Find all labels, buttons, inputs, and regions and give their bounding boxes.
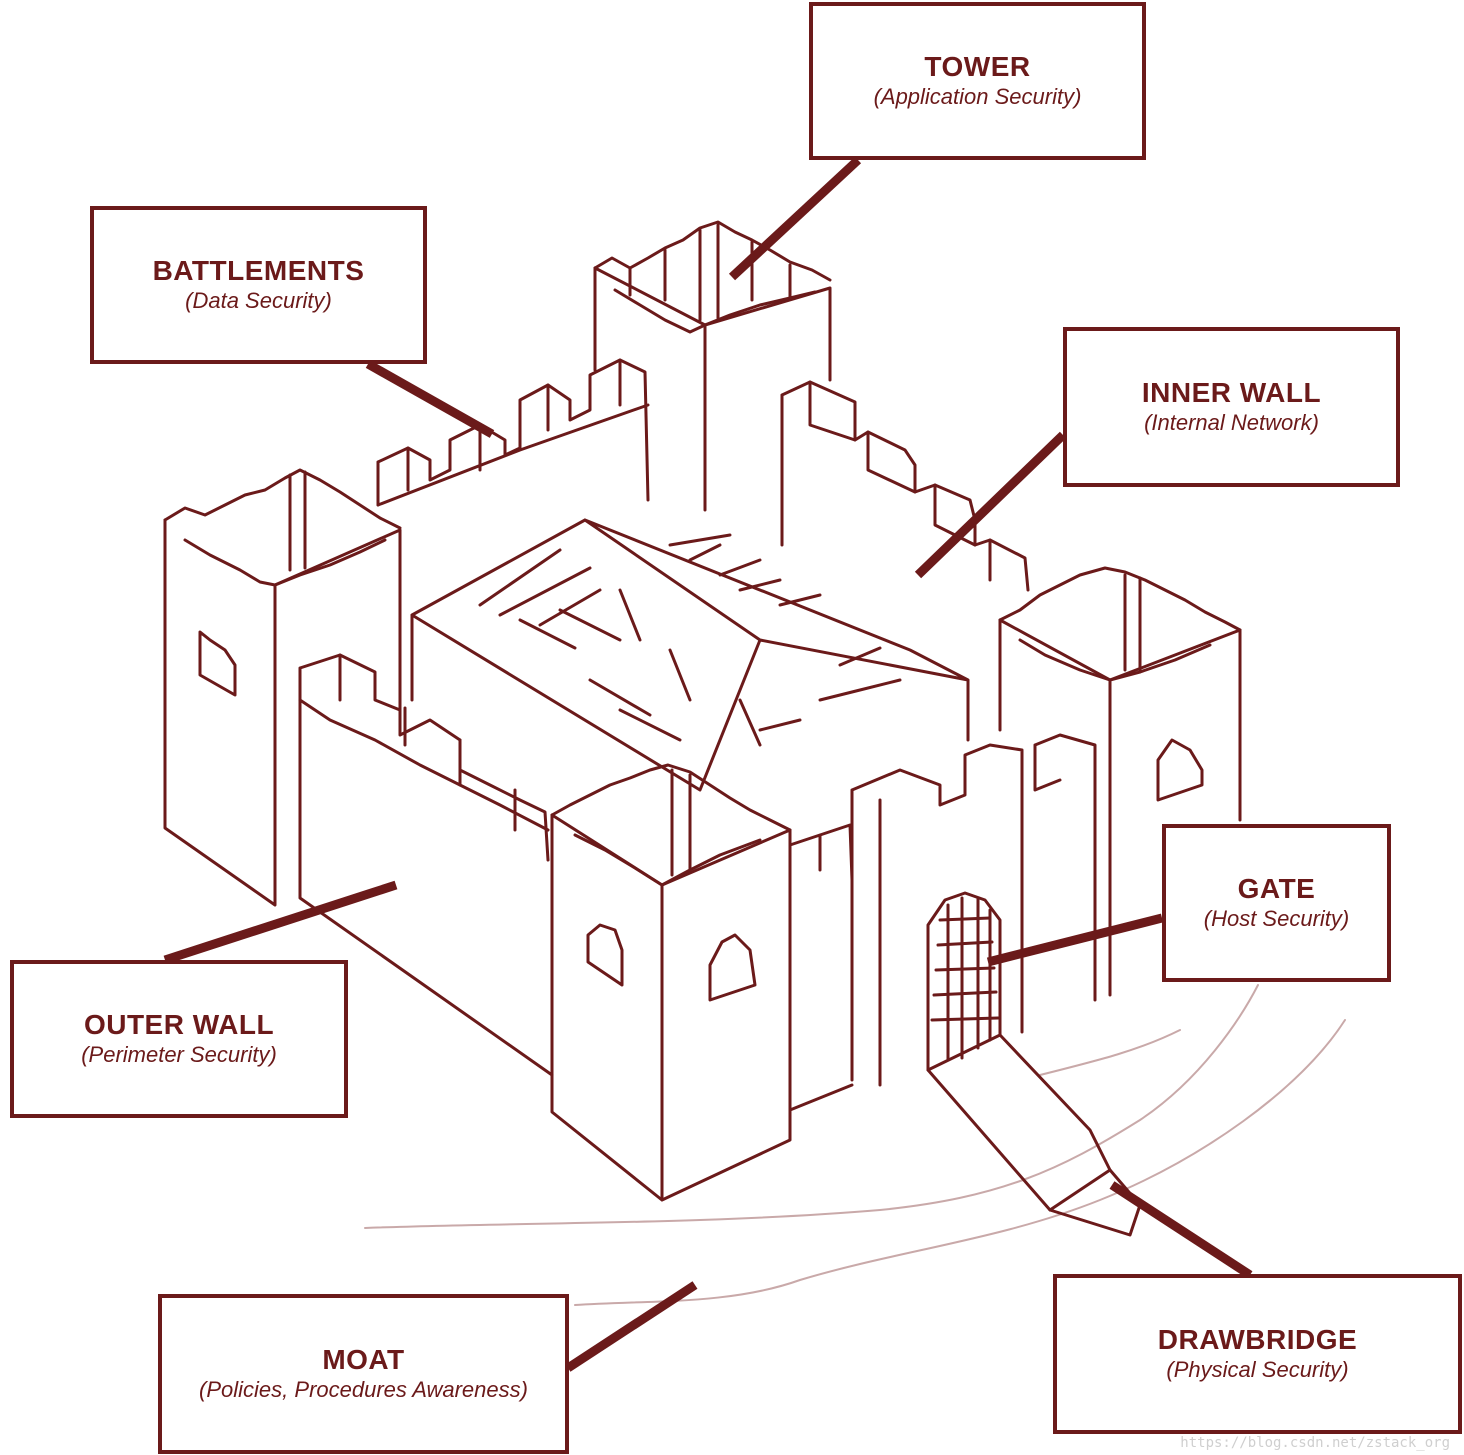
- left-battlement-wall: [376, 358, 650, 507]
- moat-leader: [565, 1281, 698, 1372]
- central-hall: [410, 518, 970, 792]
- moat-label: MOAT (Policies, Procedures Awareness): [158, 1294, 569, 1454]
- front-wall: [788, 823, 854, 1112]
- outer-wall-label: OUTER WALL (Perimeter Security): [10, 960, 348, 1118]
- watermark: https://blog.csdn.net/zstack_org: [1180, 1435, 1450, 1451]
- back-tower: [593, 220, 832, 512]
- outer-wall-leader: [163, 880, 398, 965]
- battlements-subtitle: (Data Security): [185, 287, 332, 313]
- tower-title: TOWER: [924, 50, 1031, 82]
- tower-label: TOWER (Application Security): [809, 2, 1146, 160]
- inner-wall-title: INNER WALL: [1141, 376, 1322, 408]
- drawbridge-subtitle: (Physical Security): [1166, 1356, 1349, 1382]
- gate-leader: [986, 913, 1164, 967]
- outer-wall-title: OUTER WALL: [83, 1008, 275, 1040]
- drawbridge-label: DRAWBRIDGE (Physical Security): [1053, 1274, 1462, 1434]
- battlements-label: BATTLEMENTS (Data Security): [90, 206, 427, 364]
- gatehouse: [850, 733, 1097, 1087]
- drawbridge: [926, 1033, 1142, 1237]
- inner-wall-leader: [914, 431, 1067, 579]
- outer-wall-subtitle: (Perimeter Security): [81, 1041, 277, 1067]
- moat-lines: [364, 984, 1346, 1306]
- gate-label: GATE (Host Security): [1162, 824, 1391, 982]
- moat-subtitle: (Policies, Procedures Awareness): [199, 1376, 528, 1402]
- gate-title: GATE: [1237, 872, 1316, 904]
- battlements-leader: [365, 360, 495, 438]
- left-outer-wall: [298, 653, 554, 1077]
- tower-leader: [728, 156, 862, 281]
- moat-title: MOAT: [322, 1343, 405, 1375]
- battlements-title: BATTLEMENTS: [152, 254, 365, 286]
- gate-subtitle: (Host Security): [1203, 905, 1350, 931]
- right-tower: [998, 566, 1242, 997]
- left-tower: [163, 468, 402, 907]
- right-inner-wall: [780, 380, 1030, 592]
- drawbridge-title: DRAWBRIDGE: [1157, 1323, 1358, 1355]
- tower-subtitle: (Application Security): [873, 83, 1082, 109]
- inner-wall-label: INNER WALL (Internal Network): [1063, 327, 1400, 487]
- drawbridge-leader: [1109, 1181, 1253, 1279]
- front-tower: [550, 763, 792, 1202]
- inner-wall-subtitle: (Internal Network): [1144, 409, 1319, 435]
